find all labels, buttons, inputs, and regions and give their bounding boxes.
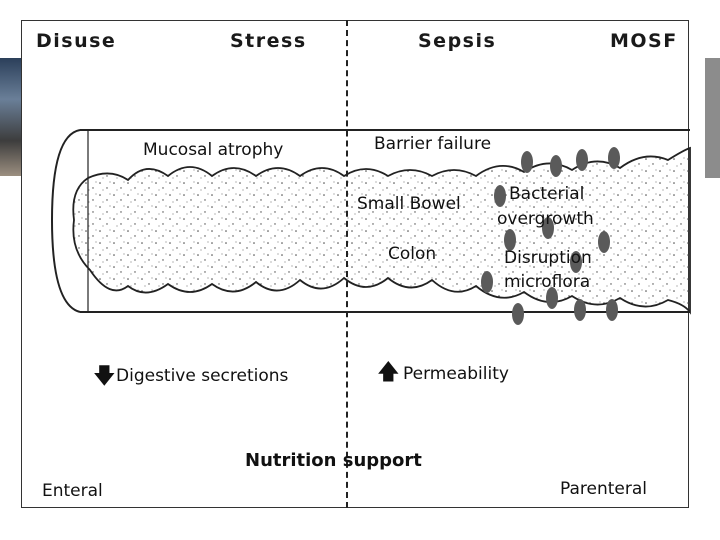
label-nutrition-support: Nutrition support xyxy=(245,450,422,471)
mucosal-folds xyxy=(73,148,690,312)
label-mucosal-atrophy: Mucosal atrophy xyxy=(143,140,283,160)
bacterium xyxy=(574,299,586,321)
bacterium xyxy=(521,151,533,173)
label-barrier-failure: Barrier failure xyxy=(374,134,491,154)
label-enteral: Enteral xyxy=(42,481,103,501)
label-colon: Colon xyxy=(388,244,436,264)
down-arrow-icon: 🡇 xyxy=(93,366,116,388)
label-small-bowel: Small Bowel xyxy=(357,194,461,214)
label-parenteral: Parenteral xyxy=(560,479,647,499)
label-disruption: Disruption xyxy=(504,248,592,268)
bacterium xyxy=(606,299,618,321)
label-permeability: Permeability xyxy=(403,364,509,384)
bacterium xyxy=(608,147,620,169)
bacterium xyxy=(494,185,506,207)
stage-divider xyxy=(346,20,348,508)
label-bacterial: Bacterial xyxy=(509,184,584,204)
label-microflora: microflora xyxy=(504,272,590,292)
bacterium xyxy=(512,303,524,325)
label-digestive-secretions: Digestive secretions xyxy=(116,366,288,386)
up-arrow-icon: 🡅 xyxy=(377,362,400,384)
label-overgrowth: overgrowth xyxy=(497,209,594,229)
bacterium xyxy=(576,149,588,171)
bacterium xyxy=(481,271,493,293)
bacterium xyxy=(598,231,610,253)
bacterium xyxy=(550,155,562,177)
